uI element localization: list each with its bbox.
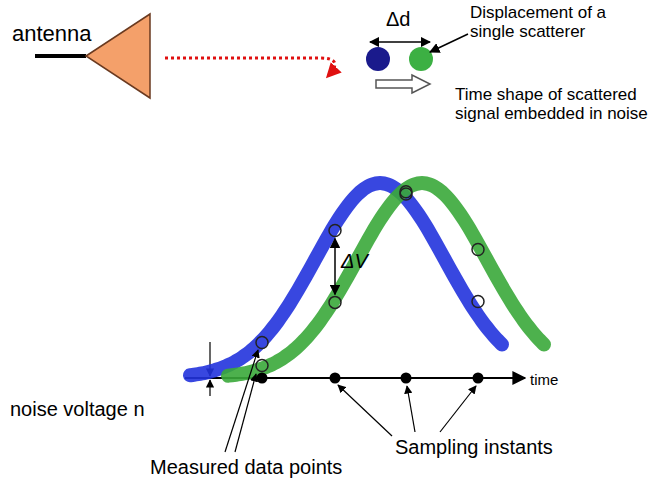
delta-v-label: ΔV [341,250,381,272]
data-point [329,225,341,237]
sampling-label: Sampling instants [395,436,595,458]
signal-label: Time shape of scattered signal embedded … [455,86,650,123]
data-points-label: Measured data points [150,456,410,478]
axis-label: time [530,372,590,389]
data-point [400,186,412,198]
leader-line [225,350,258,452]
leader-line [338,385,392,436]
noise-label: noise voltage n [10,398,200,420]
scatterer-after [409,47,433,71]
signal-after [228,183,544,376]
antenna-label: antenna [12,22,132,46]
data-point [472,295,484,307]
scatterer-before [366,47,390,71]
leader-line [430,34,468,52]
data-point [256,336,268,348]
sampling-dot [257,373,268,384]
leader-line [440,386,476,432]
sampling-dot [401,373,412,384]
displacement-symbol: Δd [386,8,426,30]
data-point [472,243,484,255]
noise-arrow [209,380,210,396]
sampling-dot [330,373,341,384]
leader-line [407,386,415,432]
displacement-arrow [370,41,430,43]
delta-v-arrow [334,239,336,295]
feed-line [35,54,86,58]
motion-arrow [376,75,430,93]
wave-arrow [165,58,335,76]
scatterer-label: Displacement of a single scatterer [470,4,655,41]
horn-antenna [86,14,150,98]
sampling-dot [473,373,484,384]
data-point [329,296,341,308]
leader-line [235,374,256,452]
data-point [256,360,268,372]
